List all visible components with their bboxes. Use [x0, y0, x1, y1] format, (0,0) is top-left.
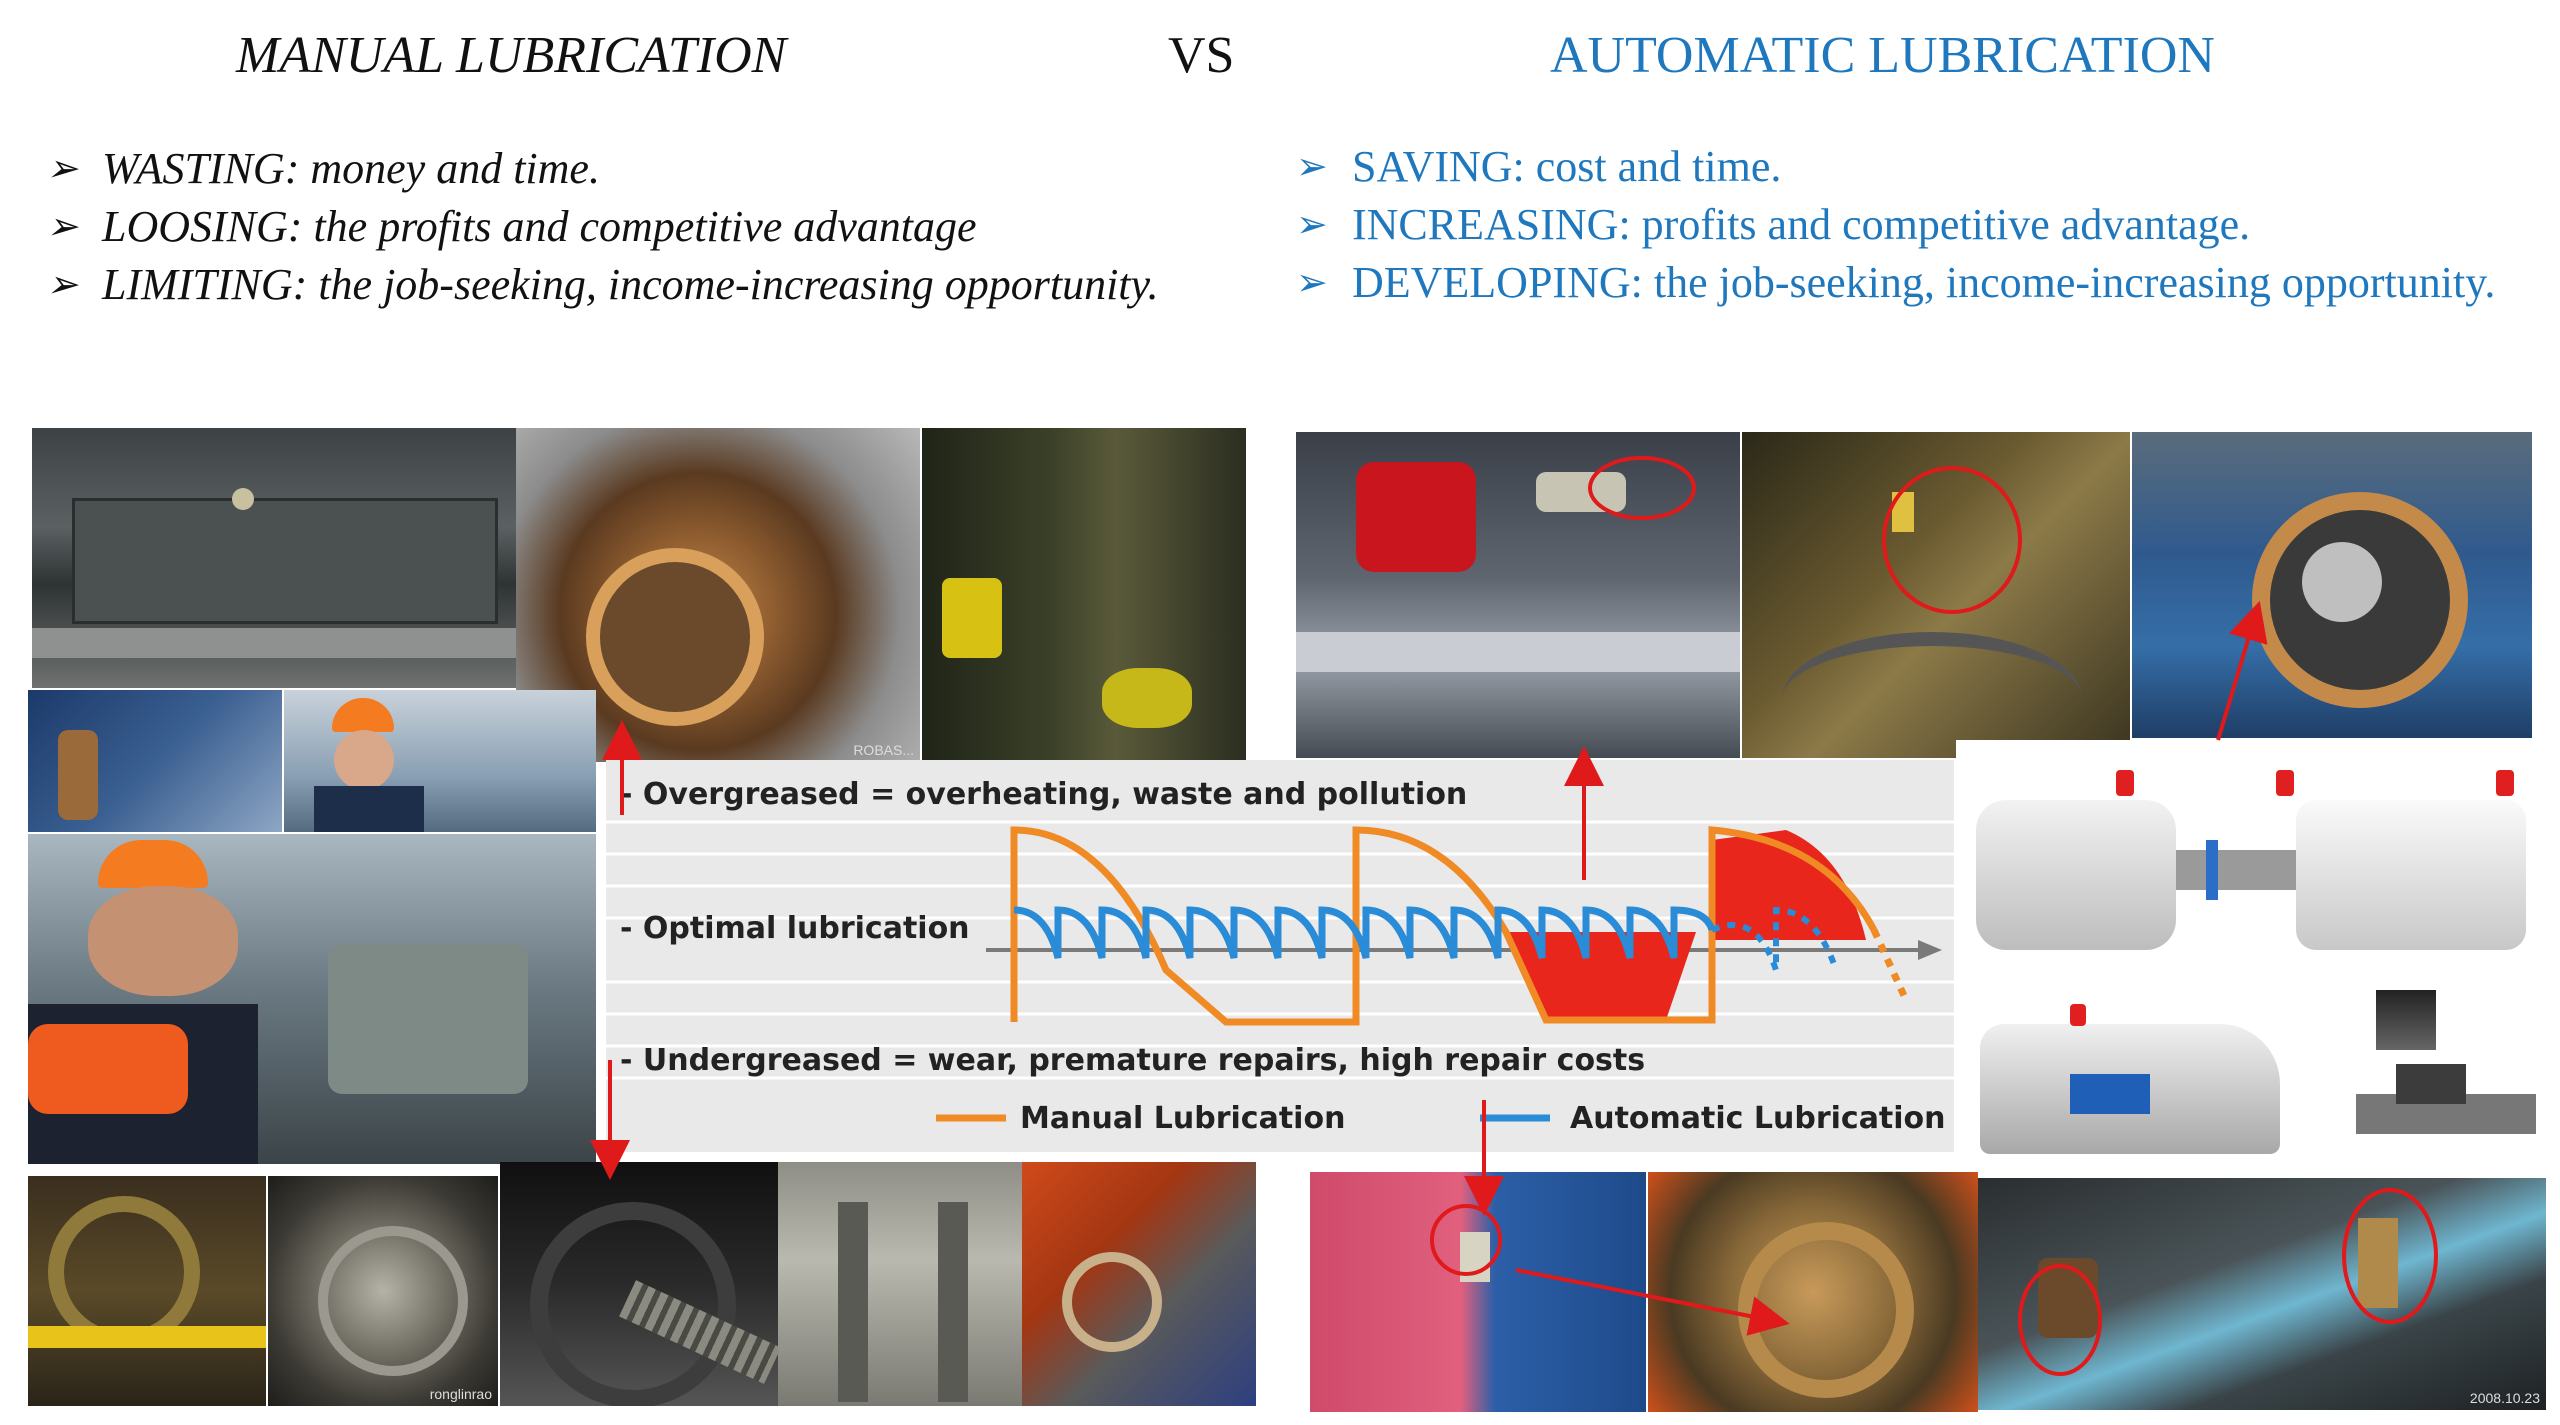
arrow-bullet-icon: ➢: [1296, 262, 1328, 304]
photo-gear-with-lubricator: [1742, 432, 2130, 758]
time-axis-arrowhead: [1918, 940, 1942, 960]
label-undergreased: - Undergreased = wear, premature repairs…: [620, 1043, 1645, 1078]
illustration-pump-motor-lubricators: [1956, 740, 2546, 980]
legend-manual-label: Manual Lubrication: [1020, 1101, 1345, 1136]
auto-point-text: SAVING: cost and time.: [1352, 142, 1782, 191]
manual-point-text: LIMITING: the job-seeking, income-increa…: [102, 260, 1159, 309]
manual-point: ➢ WASTING: money and time.: [46, 140, 1196, 198]
photo-motor-with-lubricator: [2132, 432, 2532, 738]
arrow-bullet-icon: ➢: [46, 148, 78, 190]
lubrication-comparison-diagram: - Overgreased = overheating, waste and p…: [606, 760, 1954, 1152]
photo-orange-gear-assembly: [1022, 1162, 1256, 1406]
auto-point: ➢ SAVING: cost and time.: [1296, 138, 2536, 196]
manual-point-text: LOOSING: the profits and competitive adv…: [102, 202, 977, 251]
photo-auto-lubricator-machine: [1296, 432, 1740, 758]
manual-point: ➢ LIMITING: the job-seeking, income-incre…: [46, 256, 1196, 314]
automatic-lubrication-dashed-end: [1710, 906, 1839, 971]
manual-lubrication-dashed-end: [1870, 928, 1910, 1002]
photo-caption: ROBAS...: [853, 742, 914, 758]
vs-label: VS: [1168, 27, 1235, 84]
auto-points-list: ➢ SAVING: cost and time. ➢ INCREASING: pro…: [1296, 138, 2536, 312]
label-optimal: - Optimal lubrication: [620, 911, 970, 946]
arrow-bullet-icon: ➢: [1296, 204, 1328, 246]
label-overgreased: - Overgreased = overheating, waste and p…: [620, 777, 1467, 812]
manual-points-list: ➢ WASTING: money and time. ➢ LOOSING: the…: [46, 140, 1196, 314]
photo-greasy-gear-housing: [922, 428, 1246, 762]
photo-caption: 2008.10.23: [2469, 1390, 2540, 1406]
undergreased-red-area: [1506, 932, 1696, 1020]
photo-linear-rails: [778, 1162, 1022, 1406]
photo-gears-yellow-shaft: [28, 1176, 266, 1406]
auto-point-text: DEVELOPING: the job-seeking, income-incr…: [1352, 258, 2496, 307]
overgreased-red-area: [1712, 830, 1866, 940]
photo-caption: ronglinrao: [429, 1386, 492, 1402]
photo-worker-hardhat: [284, 690, 596, 832]
manual-lubrication-line: [1010, 826, 1878, 1026]
automatic-lubrication-line: [1013, 906, 1716, 959]
photo-red-gearbox-lubricator: [1310, 1172, 1646, 1412]
auto-point-text: INCREASING: profits and competitive adva…: [1352, 200, 2251, 249]
illustration-fan-blower: [1970, 984, 2300, 1160]
illustration-linear-guide-lubricator: [2336, 984, 2546, 1160]
photo-conveyor-lubricators: 2008.10.23: [1978, 1178, 2546, 1410]
arrow-bullet-icon: ➢: [46, 264, 78, 306]
photo-linear-guide-block: [32, 428, 516, 688]
auto-point: ➢ INCREASING: profits and competitive adv…: [1296, 196, 2536, 254]
manual-point: ➢ LOOSING: the profits and competitive a…: [46, 198, 1196, 256]
auto-point: ➢ DEVELOPING: the job-seeking, income-inc…: [1296, 254, 2536, 312]
diagram-svg: - Overgreased = overheating, waste and p…: [606, 777, 1954, 1136]
arrow-bullet-icon: ➢: [46, 206, 78, 248]
legend-auto-label: Automatic Lubrication: [1570, 1101, 1946, 1136]
automatic-lubrication-title: AUTOMATIC LUBRICATION: [1550, 27, 2215, 84]
photo-ball-screw: [500, 1162, 778, 1406]
manual-lubrication-title: MANUAL LUBRICATION: [236, 27, 787, 84]
photo-bearing-close-up: [1648, 1172, 1978, 1412]
manual-point-text: WASTING: money and time.: [102, 144, 600, 193]
photo-worker-greasing-motor: [28, 834, 596, 1164]
photo-worker-hose-left: [28, 690, 282, 832]
photo-bearing-housing: ronglinrao: [268, 1176, 498, 1406]
arrow-bullet-icon: ➢: [1296, 146, 1328, 188]
